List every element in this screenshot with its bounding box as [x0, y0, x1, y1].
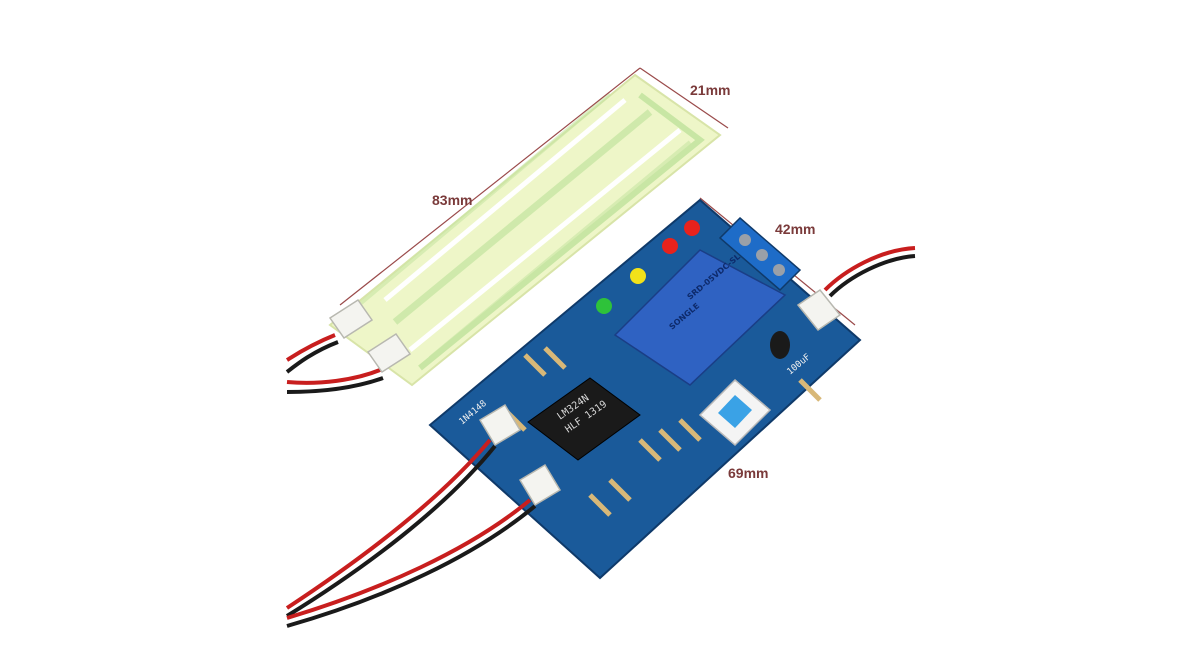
resistors	[503, 346, 822, 517]
board-connector-right	[796, 288, 842, 332]
leds	[596, 220, 700, 314]
terminal-block	[718, 216, 802, 292]
board-width-label: 42mm	[775, 221, 815, 237]
water-level-probe	[328, 73, 722, 387]
probe-length-label: 83mm	[432, 192, 472, 208]
control-board: SRD-05VDC-SL-C SONGLE LM324N HLF 1319	[428, 198, 862, 580]
board-wires	[285, 246, 916, 628]
board-connector-left-1	[478, 403, 522, 447]
board-connector-left-2	[518, 463, 562, 507]
board-length-label: 69mm	[728, 465, 768, 481]
push-button	[698, 378, 772, 447]
probe-wires	[285, 333, 384, 394]
probe-connector-2	[366, 332, 412, 374]
probe-connector-1	[328, 298, 374, 340]
probe-width-label: 21mm	[690, 82, 730, 98]
